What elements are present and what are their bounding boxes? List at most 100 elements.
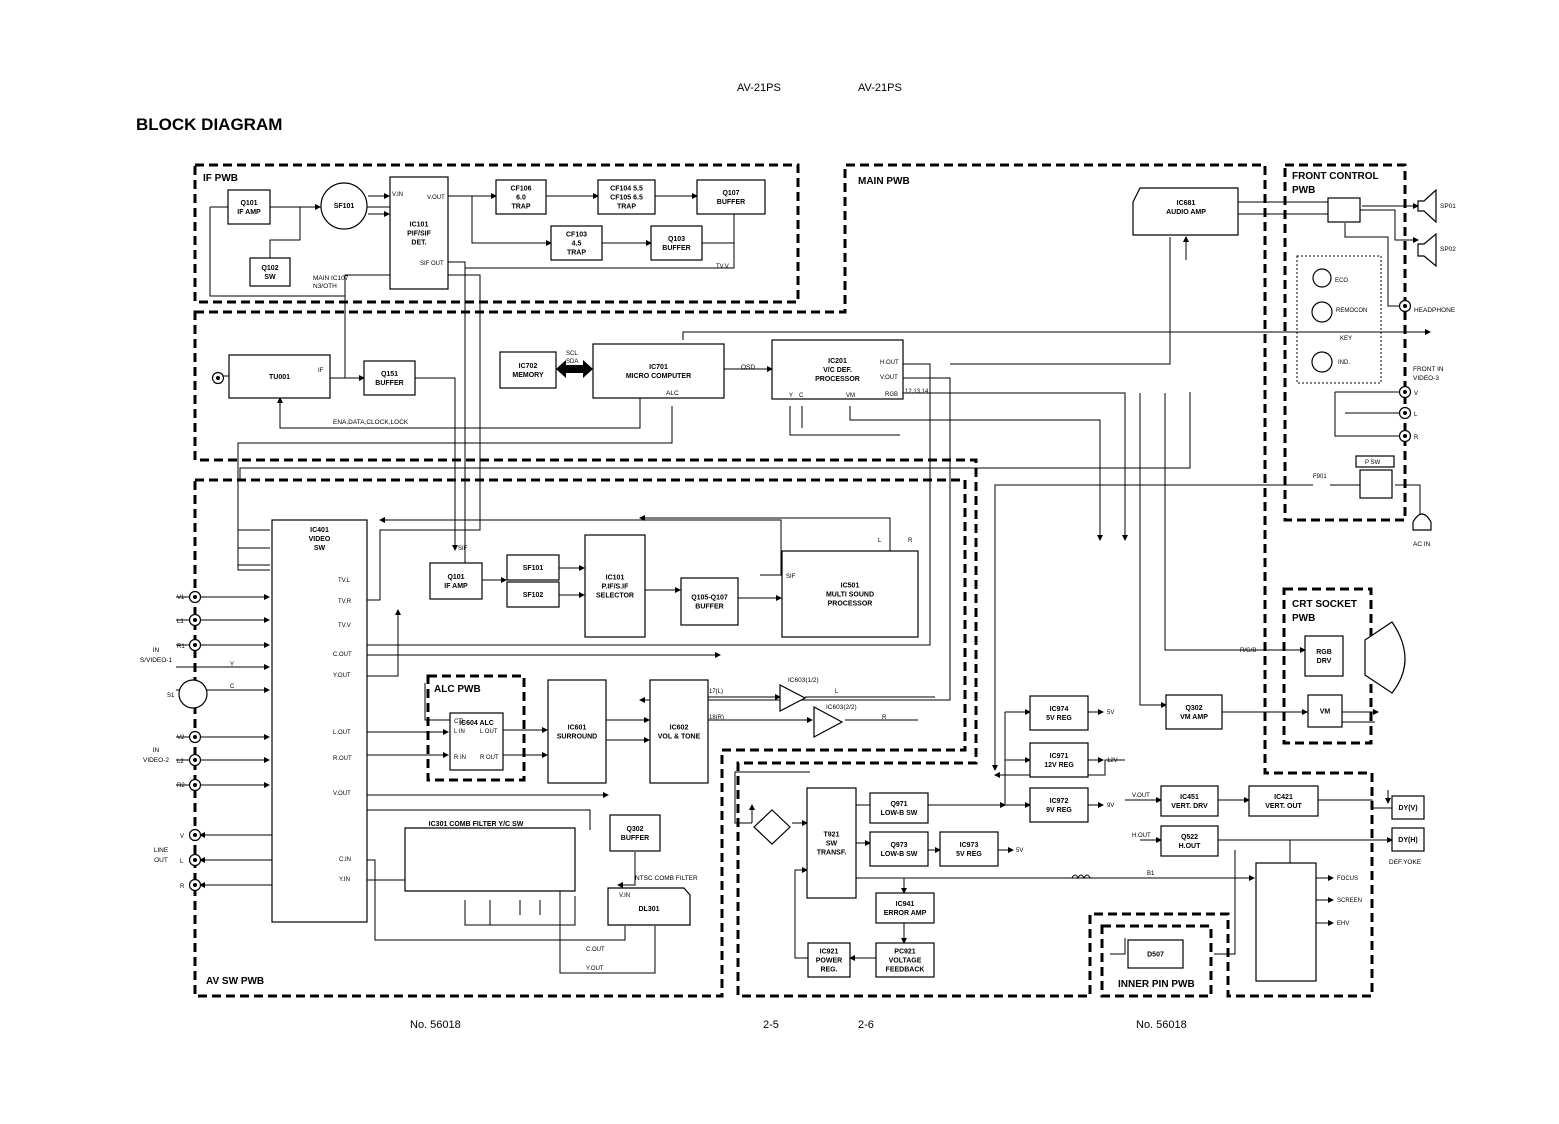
label-ehv: EHV bbox=[1337, 921, 1349, 927]
ic702-block bbox=[499, 351, 557, 389]
label-lo: L bbox=[180, 859, 184, 865]
jack-pin bbox=[1403, 390, 1407, 394]
ic941-label-1: IC941 bbox=[896, 901, 915, 908]
signal-wires bbox=[176, 193, 1431, 974]
d507-block bbox=[1127, 939, 1184, 969]
ic401-label-3: SW bbox=[314, 545, 326, 552]
ic602-label-2: VOL & TONE bbox=[658, 734, 701, 741]
sf101b-block bbox=[506, 554, 560, 581]
label-yout2: Y.OUT bbox=[586, 966, 604, 972]
label-ic603b: IC603(2/2) bbox=[826, 704, 857, 711]
ic601-block bbox=[547, 679, 607, 784]
crt-socket-pwb-border bbox=[1282, 587, 1373, 745]
label-line-out-2: OUT bbox=[154, 857, 168, 864]
label-yin: Y.IN bbox=[339, 877, 350, 883]
label-vin2: V.IN bbox=[619, 893, 630, 899]
connectors bbox=[188, 299, 1412, 892]
headphone-switch bbox=[1327, 197, 1361, 223]
label-rout2: R OUT bbox=[480, 755, 499, 761]
ic941-label-2: ERROR AMP bbox=[884, 910, 927, 917]
rgb-label-2: DRV bbox=[1317, 658, 1332, 665]
label-y: Y bbox=[230, 662, 234, 668]
sf101-label: SF101 bbox=[334, 203, 355, 210]
q302-block bbox=[1165, 694, 1223, 730]
d901-bridge-rectifier bbox=[753, 809, 791, 845]
pc921-label-3: FEEDBACK bbox=[886, 967, 925, 974]
label-front-in-2: VIDEO-3 bbox=[1413, 375, 1439, 382]
cf104-label-1: CF104 5.5 bbox=[610, 186, 643, 193]
label-c: C bbox=[799, 393, 804, 399]
vm-label-1: VM bbox=[1320, 709, 1331, 716]
label-v2: V2 bbox=[177, 735, 185, 741]
ic201-label-3: PROCESSOR bbox=[815, 376, 860, 383]
crt-socket-pwb-label: PWB bbox=[1292, 613, 1315, 624]
if-pwb-label: IF PWB bbox=[203, 173, 238, 184]
label-v5: 5V bbox=[1107, 710, 1114, 716]
ic421-label-2: VERT. OUT bbox=[1265, 803, 1302, 810]
label-rgb: RGB bbox=[885, 392, 898, 398]
t921-label-2: SW bbox=[826, 841, 838, 848]
page-number-left: 2-5 bbox=[763, 1019, 779, 1031]
label-cout2: C.OUT bbox=[586, 947, 605, 953]
label-sif: SIF bbox=[786, 574, 796, 580]
q105-block bbox=[680, 577, 739, 626]
label-ntsc: NTSC COMB FILTER bbox=[635, 875, 698, 882]
ic921-label-2: POWER bbox=[816, 958, 842, 965]
ic701-label-2: MICRO COMPUTER bbox=[626, 373, 691, 380]
label-front-in-1: FRONT IN bbox=[1413, 366, 1444, 373]
label-ic603a: IC603(1/2) bbox=[788, 677, 819, 684]
q522-block bbox=[1160, 825, 1219, 857]
p-sw-tag bbox=[1355, 455, 1395, 468]
label-b1: B1 bbox=[1147, 871, 1155, 877]
if-pwb-border bbox=[193, 163, 800, 304]
cf104-block bbox=[597, 179, 656, 215]
dl301-label: DL301 bbox=[638, 906, 659, 913]
q973-label-2: LOW-B SW bbox=[881, 851, 918, 858]
label-v9: 9V bbox=[1107, 803, 1114, 809]
page-number-right: 2-6 bbox=[858, 1019, 874, 1031]
ic921-label-3: REG. bbox=[820, 967, 837, 974]
label-fv: V bbox=[1414, 391, 1418, 397]
q973-block bbox=[869, 831, 929, 867]
label-f901: F901 bbox=[1313, 474, 1327, 480]
front-control-pwb-label: PWB bbox=[1292, 185, 1315, 196]
label-vout3: V.OUT bbox=[333, 791, 351, 797]
ic972-block bbox=[1029, 787, 1089, 823]
cf103-label-1: CF103 bbox=[566, 232, 587, 239]
ic501-label-2: MULTI SOUND bbox=[826, 592, 874, 599]
sp01-speaker-icon bbox=[1417, 188, 1437, 224]
main-pwb-label: MAIN PWB bbox=[858, 176, 910, 187]
ind-led-icon bbox=[1311, 351, 1333, 373]
pwb-boundaries bbox=[193, 163, 1407, 998]
label-ro: R bbox=[180, 884, 185, 890]
q103-label-2: BUFFER bbox=[662, 245, 690, 252]
remocon-sensor-icon bbox=[1311, 301, 1333, 323]
label-pins-rgb: 12,13,14 bbox=[905, 389, 929, 395]
ic401-block bbox=[271, 519, 368, 923]
pc921-label-2: VOLTAGE bbox=[889, 958, 922, 965]
q973-label-1: Q973 bbox=[890, 842, 907, 849]
model-label-left: AV-21PS bbox=[737, 82, 781, 94]
alc-pwb-border bbox=[426, 674, 526, 782]
q105-label-1: Q105-Q107 bbox=[691, 595, 728, 602]
label-ctl: CTL bbox=[454, 719, 466, 725]
ic601-label-1: IC601 bbox=[568, 725, 587, 732]
label-headphone: HEADPHONE bbox=[1414, 307, 1456, 314]
ic401-label-1: IC401 bbox=[310, 527, 329, 534]
ic604-block bbox=[449, 712, 504, 771]
jack-pin bbox=[193, 858, 197, 862]
label-ind: IND. bbox=[1338, 360, 1350, 366]
ic421-block bbox=[1248, 785, 1319, 817]
t921-block bbox=[806, 787, 857, 899]
label-l: L bbox=[835, 689, 839, 695]
ic201-label-1: IC201 bbox=[828, 358, 847, 365]
sf102-label-1: SF102 bbox=[523, 592, 544, 599]
v01-crt-tube bbox=[1364, 621, 1406, 694]
label-lin: L IN bbox=[454, 729, 465, 735]
q101b-label-1: Q101 bbox=[447, 574, 464, 581]
ic973-label-1: IC973 bbox=[960, 842, 979, 849]
label-line-out-1: LINE bbox=[154, 847, 169, 854]
q101-label-2: IF AMP bbox=[237, 209, 261, 216]
cf103-label-3: TRAP bbox=[567, 250, 586, 257]
